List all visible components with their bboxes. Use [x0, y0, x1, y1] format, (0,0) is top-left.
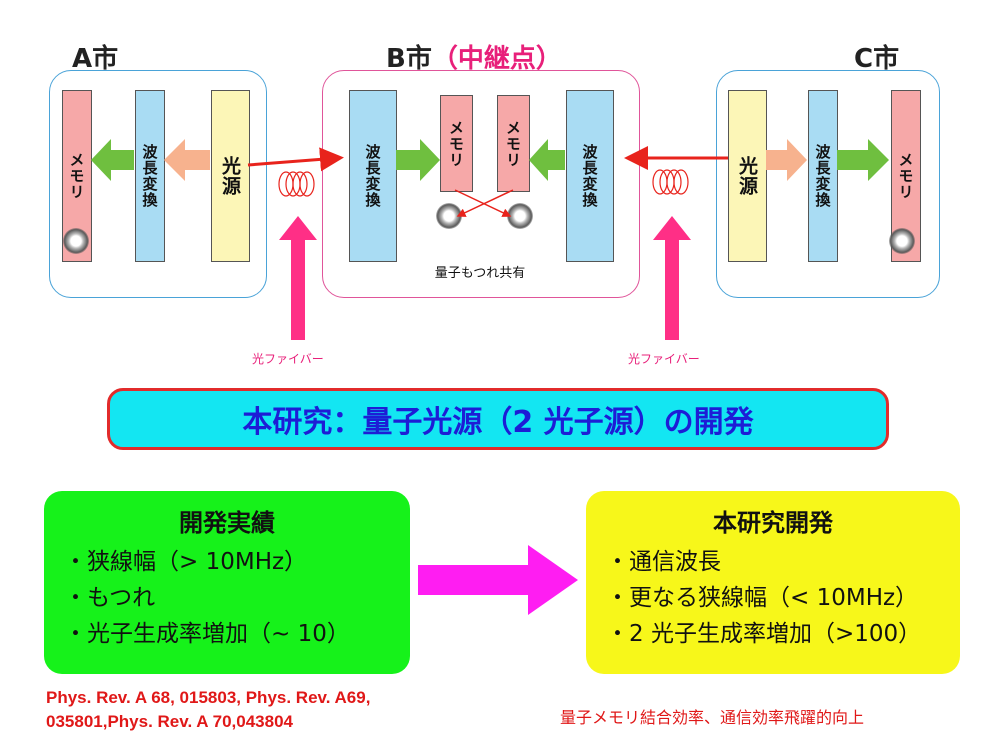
city-c-atom-icon [889, 228, 915, 254]
city-a-light-source: 光源 [211, 90, 250, 262]
development-panel: 本研究開発 ・通信波長 ・更なる狭線幅（< 10MHz） ・2 光子生成率増加（… [586, 491, 960, 674]
city-a-title: A市 [72, 44, 119, 74]
fiber-coil-left-icon [278, 171, 315, 197]
city-c-green-arrow [837, 139, 889, 181]
city-a-wave-conversion: 波長変換 [135, 90, 165, 262]
bottom-note: 量子メモリ結合効率、通信効率飛躍的向上 [560, 708, 865, 727]
city-c-light-source: 光源 [728, 90, 767, 262]
city-c-title: C市 [854, 44, 900, 74]
city-a-peach-arrow [164, 139, 210, 181]
city-b-wave-conversion-left: 波長変換 [349, 90, 397, 262]
progress-arrow-shape [418, 545, 578, 615]
progress-arrow [418, 545, 578, 615]
city-b-wave-conversion-right: 波長変換 [566, 90, 614, 262]
fiber-pointer-arrow-right [653, 216, 691, 340]
research-banner: 本研究：量子光源（2 光子源）の開発 [107, 388, 889, 450]
fiber-arrow-a-to-b [247, 147, 344, 172]
city-c-peach-arrow [766, 139, 807, 181]
reference-line: Phys. Rev. A 68, 015803, Phys. Rev. A69, [46, 688, 371, 707]
achievements-panel: 開発実績 ・狭線幅（> 10MHz） ・もつれ ・光子生成率増加（~ 10） [44, 491, 410, 674]
fiber-pointer-arrow-left [279, 216, 317, 340]
achievements-item: ・光子生成率増加（~ 10） [64, 621, 350, 647]
city-b-name: B市 [386, 44, 432, 74]
development-item: ・2 光子生成率増加（>100） [606, 621, 922, 647]
references: Phys. Rev. A 68, 015803, Phys. Rev. A69,… [46, 686, 370, 734]
achievements-title: 開発実績 [179, 509, 275, 537]
development-item: ・通信波長 [606, 549, 721, 575]
achievements-item: ・狭線幅（> 10MHz） [64, 549, 308, 575]
entanglement-label: 量子もつれ共有 [434, 266, 526, 281]
development-item: ・更なる狭線幅（< 10MHz） [606, 585, 919, 611]
connection-overlay [91, 139, 889, 340]
entanglement-cross-arrows [454, 189, 514, 217]
city-a-green-arrow [91, 139, 134, 181]
relay-point-label: （中継点） [431, 44, 562, 74]
fiber-label-left: 光ファイバー [252, 352, 324, 366]
city-b-memory-right: メモリ [497, 95, 530, 192]
city-b-green-arrow-right [529, 139, 565, 181]
reference-line: 035801,Phys. Rev. A 70,043804 [46, 712, 293, 731]
achievements-item: ・もつれ [64, 585, 156, 611]
city-b-green-arrow-left [396, 139, 440, 181]
city-c-wave-conversion: 波長変換 [808, 90, 838, 262]
city-a-atom-icon [63, 228, 89, 254]
city-b-memory-left: メモリ [440, 95, 473, 192]
city-b-title: B市（中継点） [386, 38, 562, 75]
fiber-coil-right-icon [652, 169, 689, 195]
fiber-label-right: 光ファイバー [628, 352, 700, 366]
development-title: 本研究開発 [713, 509, 833, 537]
